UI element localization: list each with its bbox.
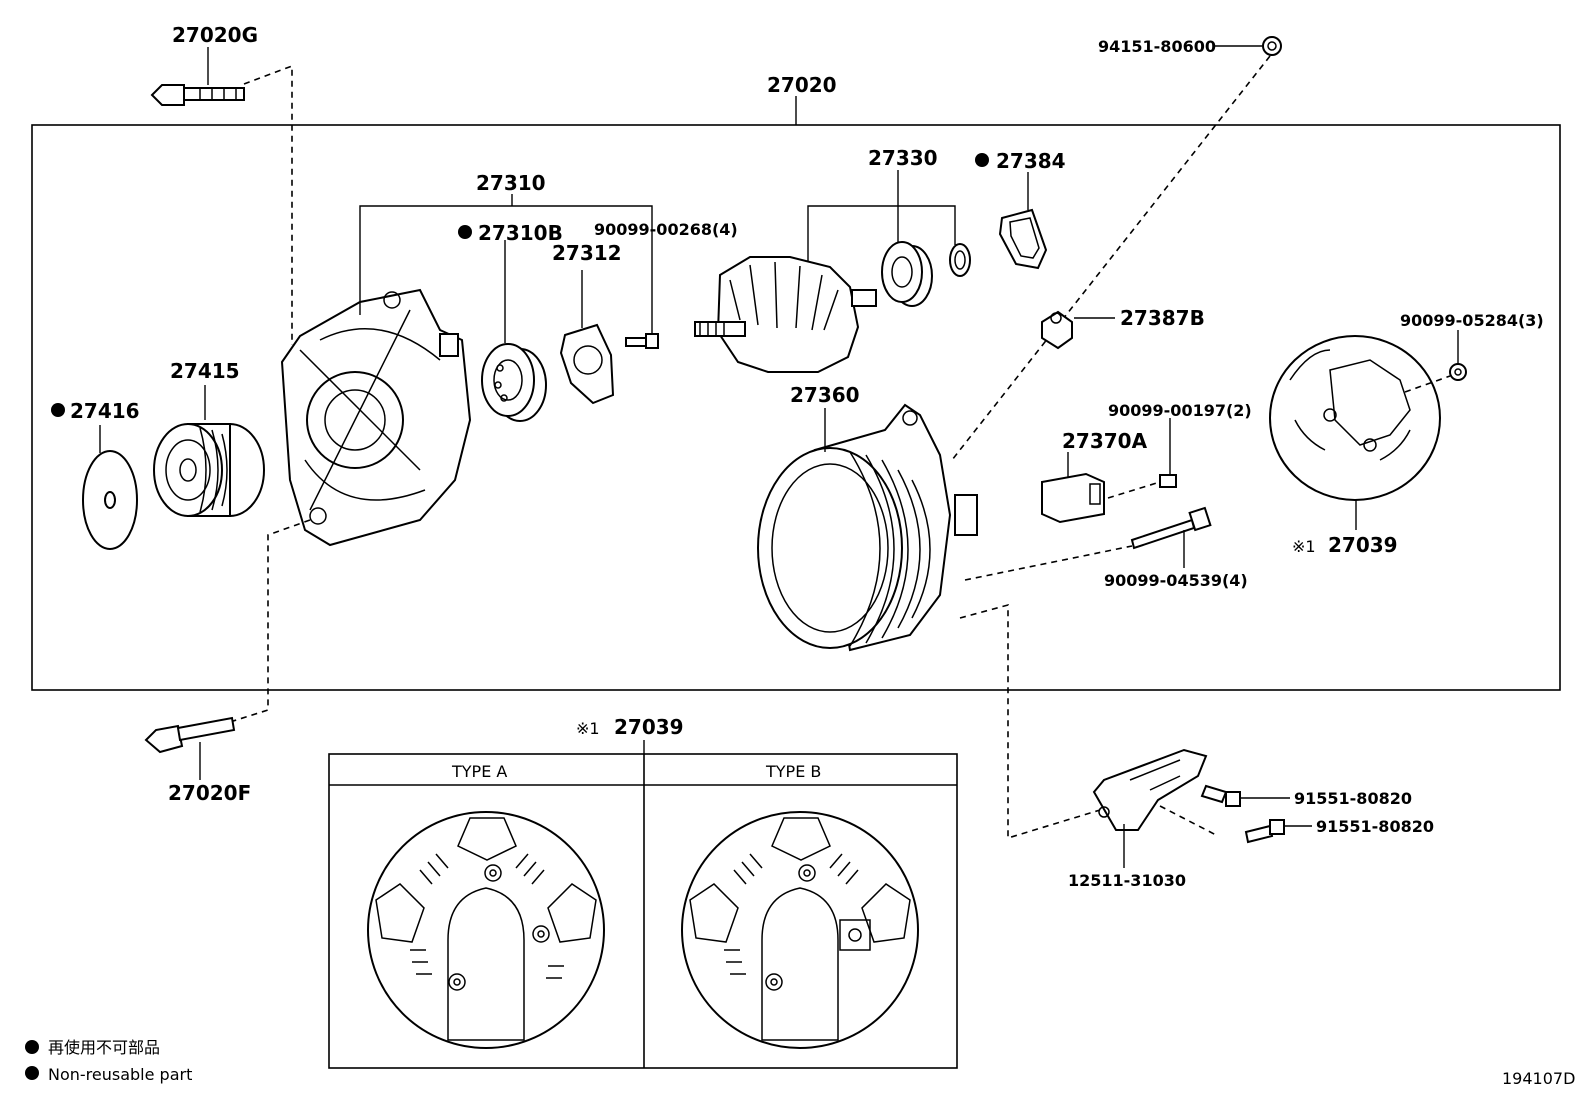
label-90099-04539[interactable]: 90099-04539(4)	[1104, 571, 1248, 590]
bolt-27020G-icon[interactable]	[150, 84, 245, 106]
label-94151-80600[interactable]: 94151-80600	[1098, 37, 1216, 56]
label-27384[interactable]: 27384	[996, 149, 1066, 173]
pulley-27415-icon[interactable]	[153, 423, 265, 517]
label-27416[interactable]: 27416	[70, 399, 140, 423]
legend-english: Non-reusable part	[48, 1065, 192, 1084]
bolt-91551-80820-b-icon[interactable]	[1244, 819, 1285, 844]
rear-cover-27039-icon[interactable]	[1269, 335, 1441, 501]
bearing-27310B-icon[interactable]	[481, 343, 547, 422]
non-reusable-dot-icon	[51, 403, 65, 417]
label-27330[interactable]: 27330	[868, 146, 938, 170]
insulator-27387B-icon[interactable]	[1041, 310, 1073, 350]
label-27310B[interactable]: 27310B	[478, 221, 563, 245]
type-a-cover-icon[interactable]	[367, 811, 605, 1049]
label-27020[interactable]: 27020	[767, 73, 837, 97]
label-27020F[interactable]: 27020F	[168, 781, 251, 805]
type-a-header: TYPE A	[451, 762, 507, 781]
label-90099-05284[interactable]: 90099-05284(3)	[1400, 311, 1544, 330]
type-b-cover-icon[interactable]	[681, 811, 919, 1049]
seal-27384-icon[interactable]	[998, 208, 1048, 270]
legend-japanese: 再使用不可部品	[48, 1038, 160, 1057]
label-12511-31030[interactable]: 12511-31030	[1068, 871, 1186, 890]
bolt-27020F-icon[interactable]	[144, 716, 236, 754]
label-27360[interactable]: 27360	[790, 383, 860, 407]
legend-dot-jp-icon	[25, 1040, 39, 1054]
label-91551-80820-b[interactable]: 91551-80820	[1316, 817, 1434, 836]
legend-dot-en-icon	[25, 1066, 39, 1080]
label-90099-00197[interactable]: 90099-00197(2)	[1108, 401, 1252, 420]
bolt-91551-80820-a-icon[interactable]	[1200, 784, 1241, 807]
drive-end-frame-27310-icon[interactable]	[280, 288, 472, 547]
diagram-id: 194107D	[1502, 1069, 1575, 1088]
non-reusable-dot-icon	[975, 153, 989, 167]
regulator-27370A-icon[interactable]	[1041, 472, 1105, 524]
type-table	[328, 753, 958, 1069]
retainer-plate-27312-icon[interactable]	[559, 323, 615, 405]
screw-90099-00268-icon[interactable]	[625, 333, 659, 349]
ref-mark-27039: ※1	[1292, 537, 1316, 556]
rotor-icon[interactable]	[694, 256, 877, 373]
label-27415[interactable]: 27415	[170, 359, 240, 383]
label-90099-00268[interactable]: 90099-00268(4)	[594, 220, 738, 239]
label-27312[interactable]: 27312	[552, 241, 622, 265]
table-label-27039[interactable]: 27039	[614, 715, 684, 739]
nut-94151-80600-icon[interactable]	[1262, 36, 1282, 56]
bolt-90099-04539-icon[interactable]	[1130, 506, 1212, 550]
non-reusable-dot-icon	[458, 225, 472, 239]
type-b-header: TYPE B	[765, 762, 821, 781]
label-27387B[interactable]: 27387B	[1120, 306, 1205, 330]
label-27310[interactable]: 27310	[476, 171, 546, 195]
washer-icon[interactable]	[949, 243, 971, 277]
nut-90099-05284-icon[interactable]	[1449, 363, 1467, 381]
pulley-cap-27416-icon[interactable]	[82, 450, 138, 550]
bearing-27330-icon[interactable]	[881, 241, 933, 307]
label-27039[interactable]: 27039	[1328, 533, 1398, 557]
table-ref-mark: ※1	[576, 719, 600, 738]
label-91551-80820-a[interactable]: 91551-80820	[1294, 789, 1412, 808]
screw-90099-00197-icon[interactable]	[1159, 474, 1177, 488]
stator-housing-27360-icon[interactable]	[757, 403, 978, 652]
label-27020G[interactable]: 27020G	[172, 23, 258, 47]
bracket-12511-31030-icon[interactable]	[1092, 748, 1208, 831]
label-27370A[interactable]: 27370A	[1062, 429, 1148, 453]
